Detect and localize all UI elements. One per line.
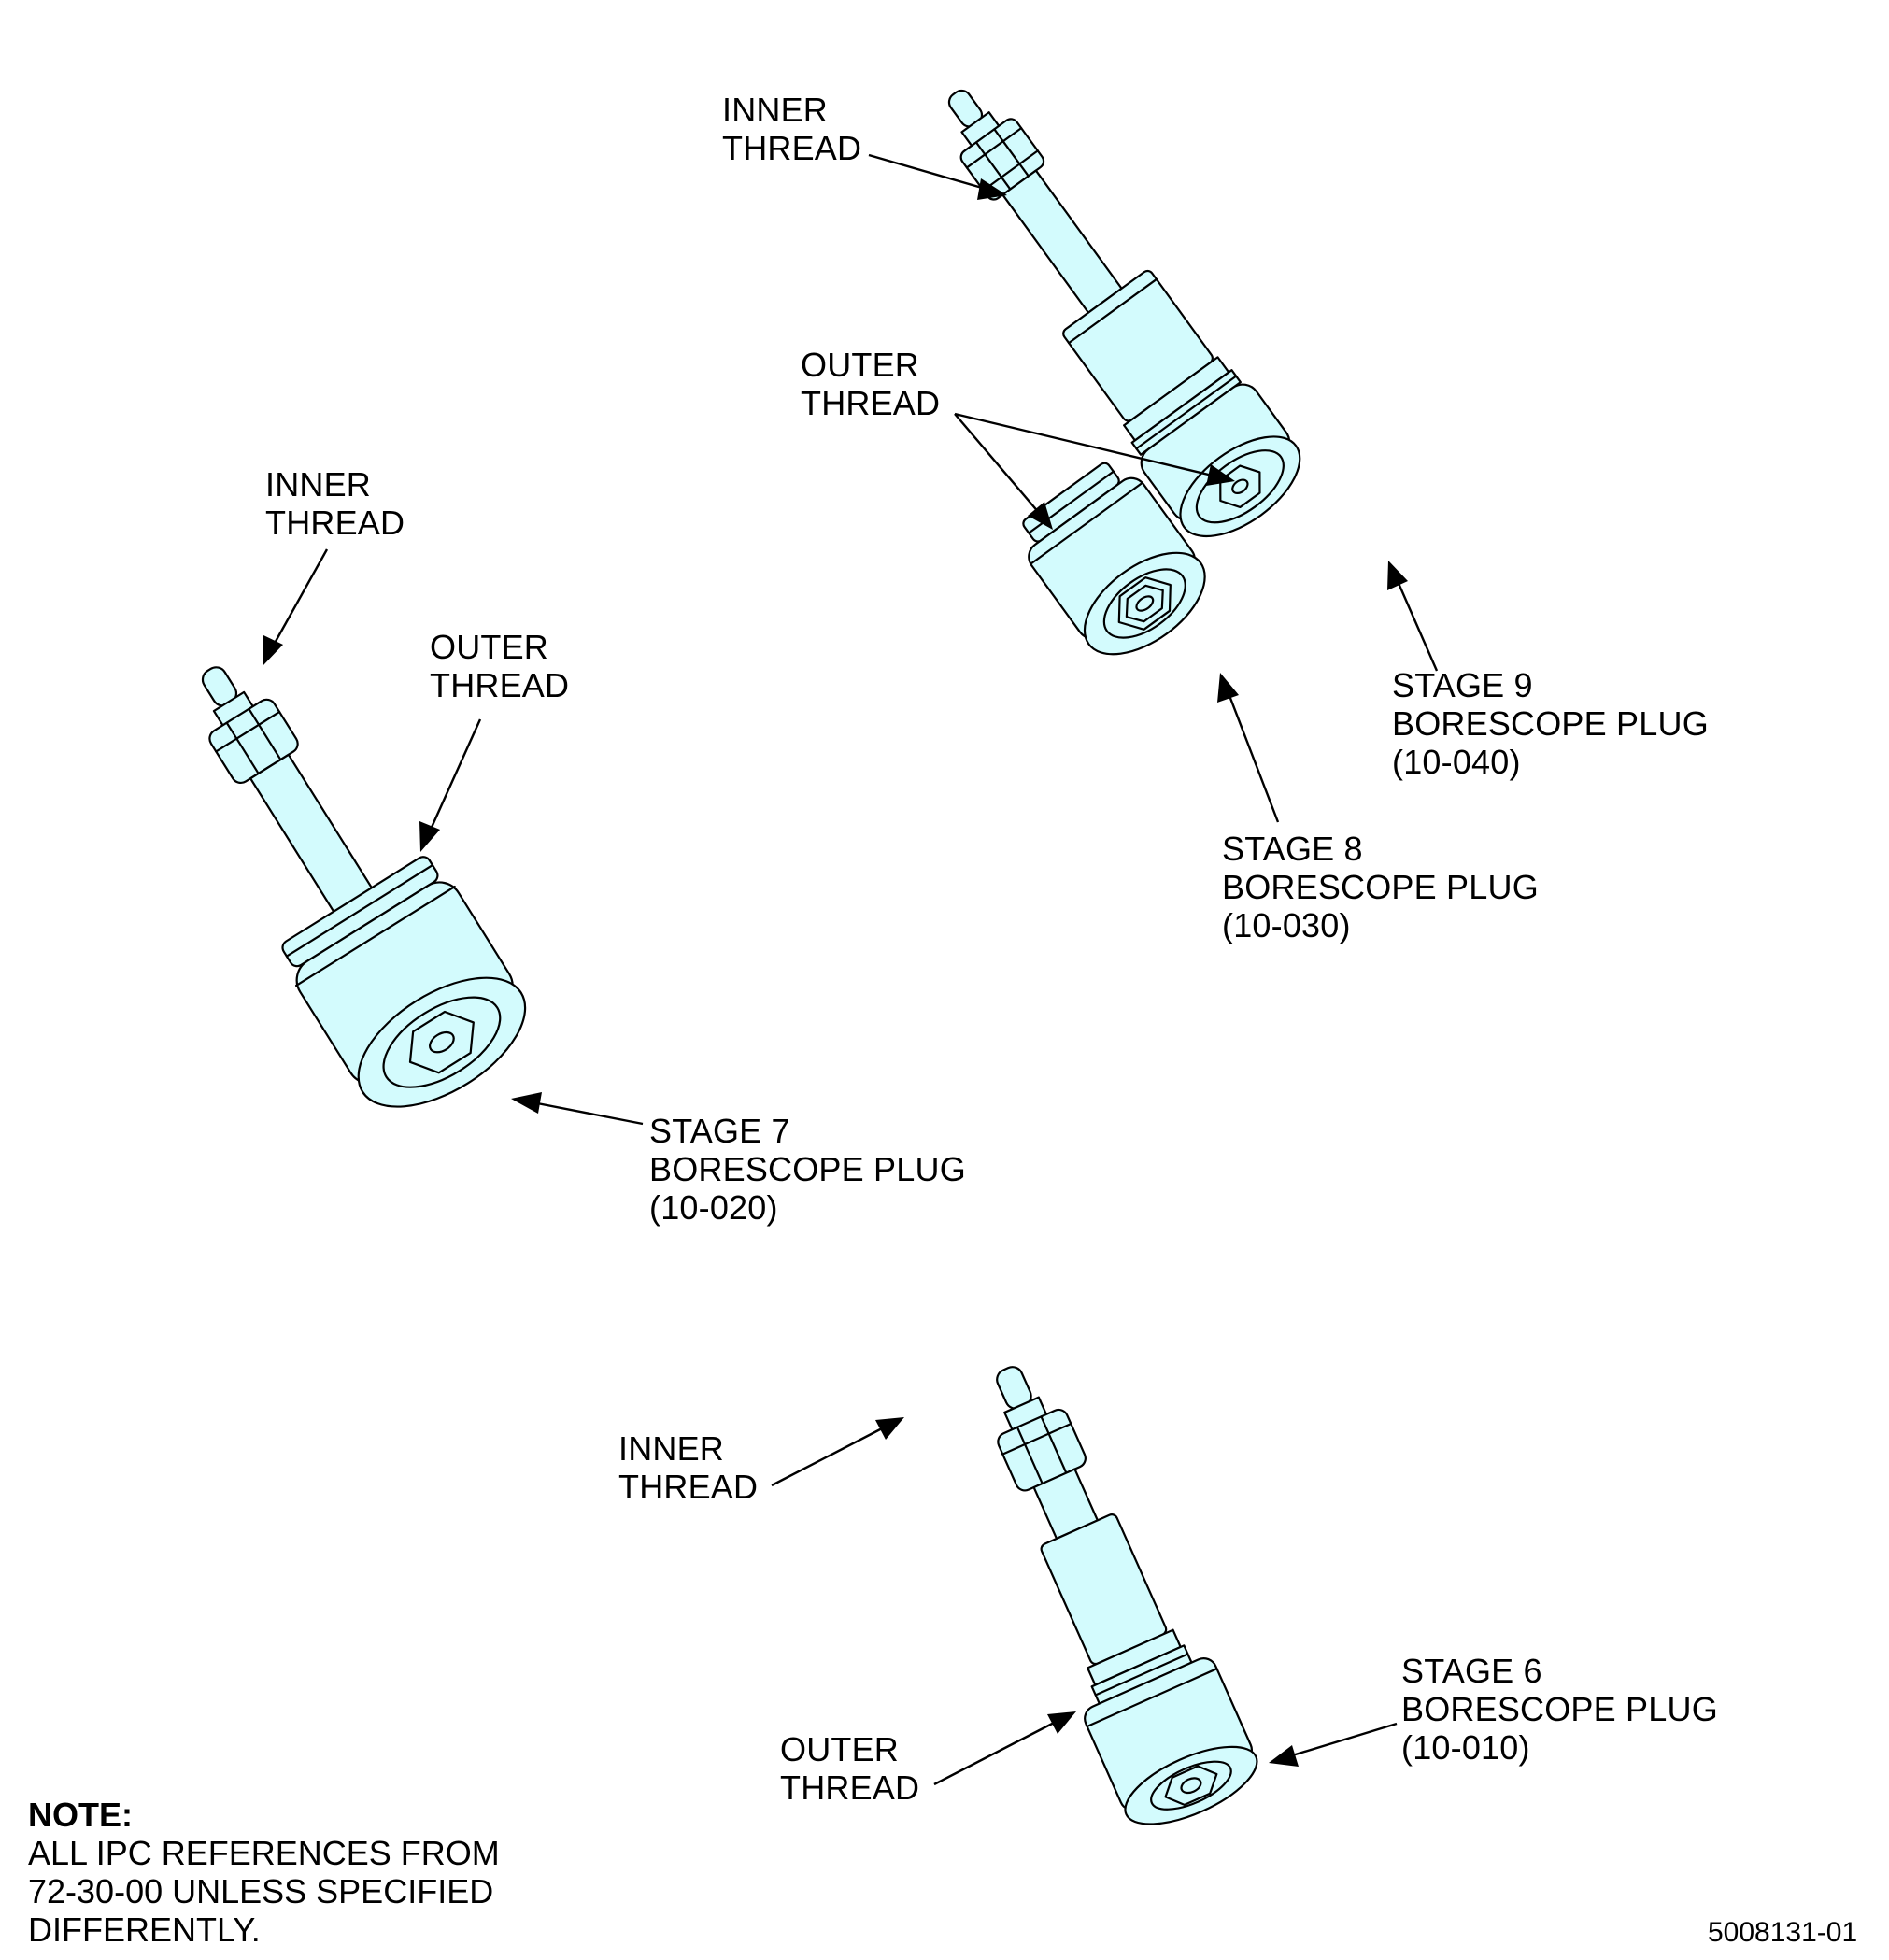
stage7-plug-part <box>201 666 527 1108</box>
callout-line: BORESCOPE PLUG <box>649 1150 966 1188</box>
leader-outer-thread-to-stage8 <box>954 413 1041 515</box>
callout-line: (10-030) <box>1222 906 1351 944</box>
callout-line: BORESCOPE PLUG <box>1392 704 1709 743</box>
leader-outer-thread-to-stage9 <box>954 412 1217 478</box>
callout-line: INNER <box>722 91 829 129</box>
callout-line: INNER <box>265 465 372 504</box>
callout-line: INNER <box>618 1429 725 1468</box>
callout-line: STAGE 9 <box>1392 666 1533 704</box>
arrowhead-stage7-inner-thread <box>263 635 283 666</box>
callout-line: (10-010) <box>1401 1728 1530 1767</box>
note-line: DIFFERENTLY. <box>28 1910 261 1949</box>
leader-stage6-inner-thread <box>771 1425 887 1487</box>
callout-stage8-9-outer-thread: OUTER THREAD <box>801 346 940 422</box>
stage8-plug-part <box>1022 462 1206 656</box>
stage6-plug-part <box>996 1366 1258 1825</box>
arrowhead-stage9-plug <box>1387 561 1408 590</box>
callout-line: STAGE 6 <box>1401 1652 1542 1690</box>
arrowhead-stage6-outer-thread <box>1047 1711 1076 1734</box>
arrowhead-stage6-plug <box>1269 1745 1299 1767</box>
leader-stage6-outer-thread <box>933 1719 1058 1786</box>
note-line: ALL IPC REFERENCES FROM <box>28 1834 500 1872</box>
callout-line: (10-040) <box>1392 743 1521 781</box>
note-line: 72-30-00 UNLESS SPECIFIED <box>28 1872 494 1910</box>
arrowhead-stage9-inner-thread <box>977 178 1007 200</box>
leader-stage9-plug <box>1396 580 1439 672</box>
callout-line: BORESCOPE PLUG <box>1401 1690 1718 1728</box>
callout-line: THREAD <box>801 384 941 422</box>
callout-stage6-outer-thread: OUTER THREAD <box>780 1730 919 1807</box>
drawing-number: 5008131-01 <box>1708 1917 1858 1948</box>
callout-stage6-plug: STAGE 6 BORESCOPE PLUG (10-010) <box>1401 1652 1718 1767</box>
leader-stage6-plug <box>1288 1722 1398 1758</box>
callout-line: THREAD <box>780 1768 920 1807</box>
leader-stage9-inner-thread <box>868 153 989 192</box>
callout-stage9-inner-thread: INNER THREAD <box>722 91 861 167</box>
callout-line: THREAD <box>618 1468 759 1506</box>
leader-stage7-outer-thread <box>428 718 482 832</box>
callout-line: THREAD <box>430 666 570 704</box>
note-heading: NOTE: <box>28 1796 133 1834</box>
callout-stage9-plug: STAGE 9 BORESCOPE PLUG (10-040) <box>1392 666 1709 781</box>
callout-stage7-plug: STAGE 7 BORESCOPE PLUG (10-020) <box>649 1112 966 1227</box>
note-block: NOTE: ALL IPC REFERENCES FROM 72-30-00 U… <box>28 1796 500 1949</box>
arrowhead-stage6-inner-thread <box>875 1417 904 1440</box>
callout-line: THREAD <box>722 129 862 167</box>
callout-line: (10-020) <box>649 1188 778 1227</box>
callout-line: BORESCOPE PLUG <box>1222 868 1539 906</box>
stage9-plug-part <box>947 89 1301 538</box>
leader-stage7-plug <box>532 1101 644 1126</box>
arrowhead-stage7-plug <box>511 1092 542 1114</box>
leader-stage8-plug <box>1227 692 1280 823</box>
callout-line: THREAD <box>265 504 405 542</box>
arrowhead-stage7-outer-thread <box>419 821 440 852</box>
callout-line: STAGE 8 <box>1222 830 1363 868</box>
callout-line: STAGE 7 <box>649 1112 790 1150</box>
leader-lines <box>263 153 1439 1786</box>
leader-stage7-inner-thread <box>271 548 329 647</box>
callout-stage6-inner-thread: INNER THREAD <box>618 1429 758 1506</box>
arrowhead-stage8-plug <box>1217 673 1239 703</box>
arrowhead-outer-thread-stage9 <box>1206 464 1235 486</box>
callout-line: OUTER <box>801 346 919 384</box>
callout-line: OUTER <box>780 1730 899 1768</box>
callout-stage7-inner-thread: INNER THREAD <box>265 465 405 542</box>
callout-stage7-outer-thread: OUTER THREAD <box>430 628 569 704</box>
callout-line: OUTER <box>430 628 548 666</box>
callout-stage8-plug: STAGE 8 BORESCOPE PLUG (10-030) <box>1222 830 1539 944</box>
arrowhead-outer-thread-stage8 <box>1028 502 1053 530</box>
